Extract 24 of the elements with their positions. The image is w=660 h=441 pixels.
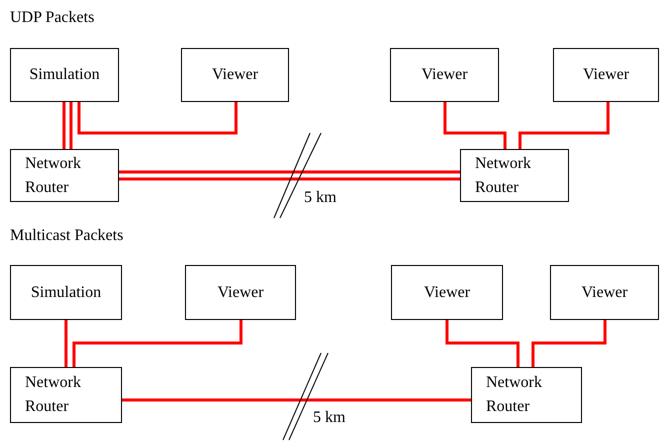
connector-line bbox=[444, 102, 506, 149]
router-box: Network Router bbox=[10, 367, 122, 423]
component-box: Simulation bbox=[10, 265, 122, 320]
connector-line bbox=[70, 102, 72, 149]
router-box: Network Router bbox=[10, 149, 119, 202]
connector-line bbox=[72, 320, 242, 367]
connector-line bbox=[122, 398, 471, 402]
connector-line bbox=[62, 102, 66, 149]
connector-line bbox=[119, 170, 460, 174]
router-box: Network Router bbox=[471, 367, 582, 423]
connector-line bbox=[532, 320, 606, 367]
connector-line bbox=[446, 320, 520, 367]
connector-line bbox=[64, 320, 68, 367]
component-box: Viewer bbox=[553, 48, 659, 102]
connector-line bbox=[78, 102, 238, 134]
component-box: Simulation bbox=[10, 48, 119, 102]
component-box: Viewer bbox=[550, 265, 659, 320]
router-box: Network Router bbox=[460, 149, 569, 202]
component-box: Viewer bbox=[185, 265, 296, 320]
component-box: Viewer bbox=[391, 265, 503, 320]
component-box: Viewer bbox=[390, 48, 499, 102]
connector-line bbox=[518, 102, 610, 149]
connector-line bbox=[119, 178, 460, 180]
component-box: Viewer bbox=[181, 48, 289, 102]
